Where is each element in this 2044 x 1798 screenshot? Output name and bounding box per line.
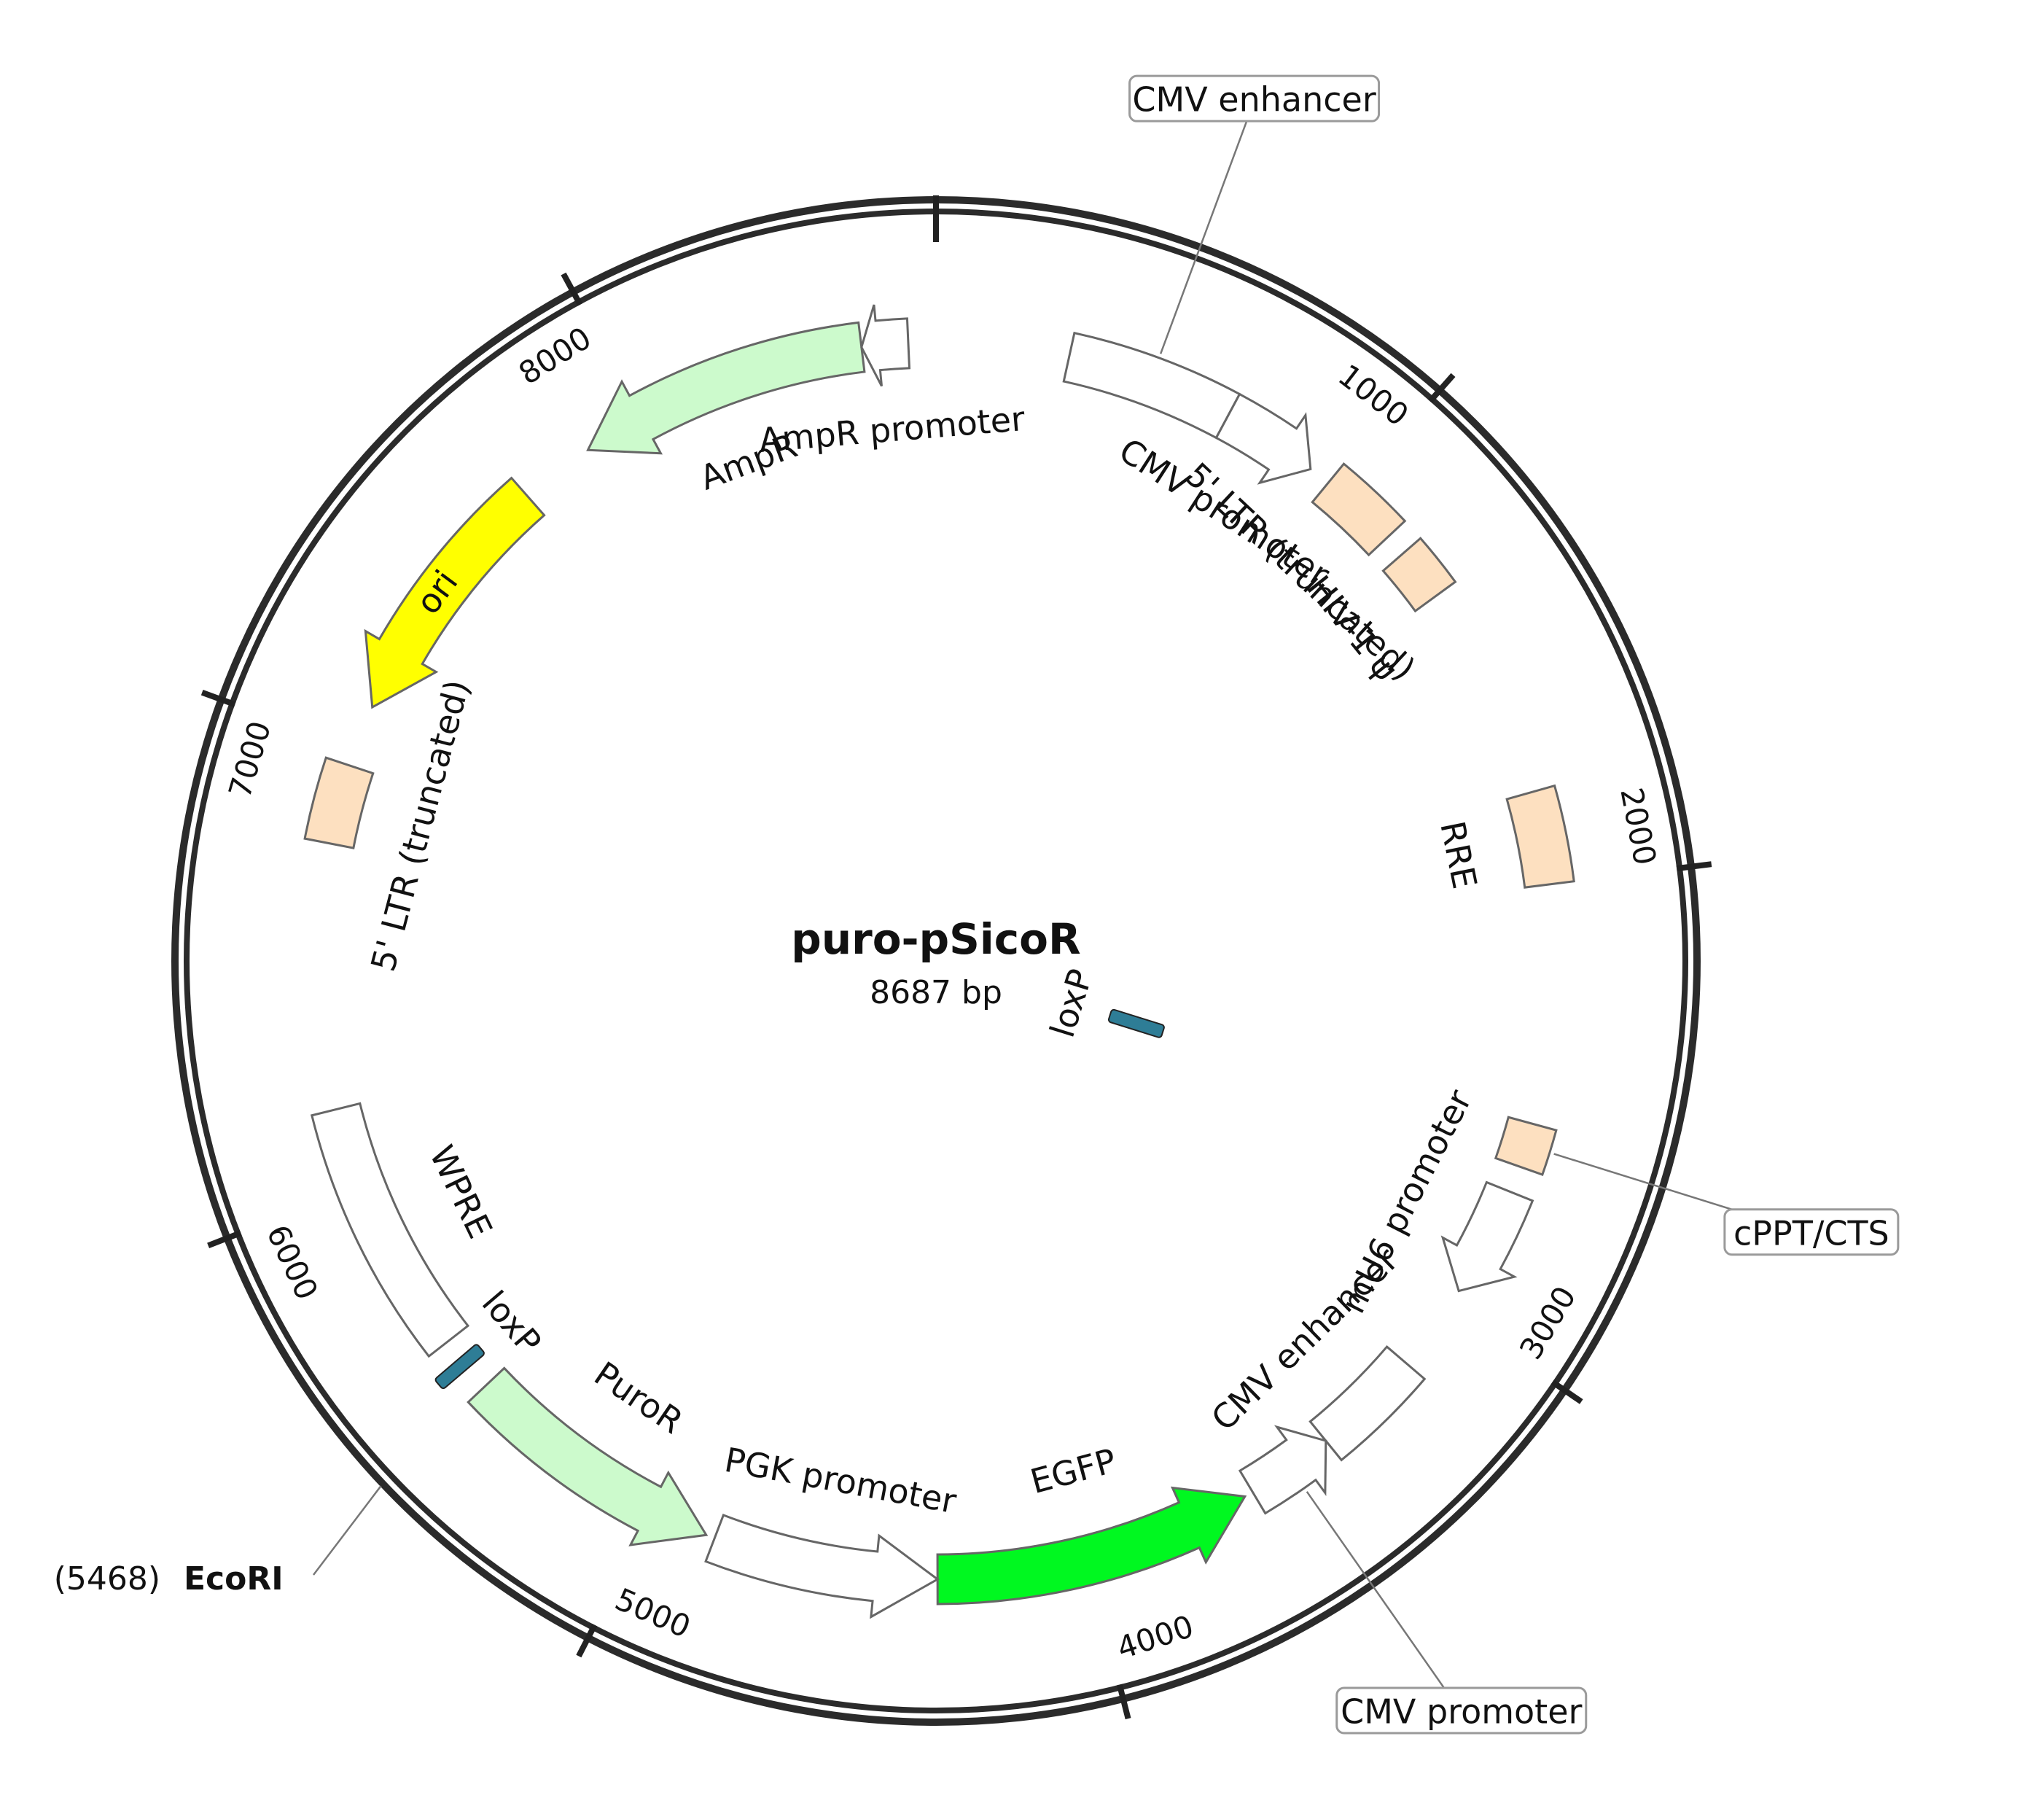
wpre-shape — [310, 1102, 470, 1358]
cmv-promoter-2-label: CMV promoter — [1341, 1692, 1582, 1732]
loxp-2-shape — [434, 1344, 485, 1390]
tick-label-6000: 6000 — [260, 1220, 325, 1306]
cppt-cts-callout-box — [1723, 1208, 1900, 1256]
pgk-promoter-label: PGK promoter — [722, 1440, 959, 1521]
plasmid-size: 8687 bp — [870, 974, 1002, 1011]
egfp-shape — [936, 1486, 1247, 1606]
cmv-promoter-2-callout-box — [1335, 1686, 1588, 1735]
tick-1000 — [1427, 373, 1456, 404]
tick-8000 — [561, 272, 583, 306]
mu6-promoter-shape — [1440, 1180, 1534, 1293]
tick-label-7000: 7000 — [222, 717, 278, 802]
tick-3000 — [1550, 1379, 1583, 1404]
tick-6000 — [207, 1230, 242, 1249]
cmv-promoter-2-leader — [1306, 1491, 1462, 1713]
cmv-enhancer-1-leader — [1159, 100, 1255, 354]
cppt-cts-shape — [1494, 1116, 1558, 1176]
loxp-1-label: loxP — [1042, 965, 1101, 1042]
feature-shapes — [303, 304, 1575, 1619]
pgk-promoter-shape — [704, 1514, 940, 1619]
egfp-label: EGFP — [1026, 1441, 1120, 1501]
tick-label-2000: 2000 — [1613, 785, 1663, 868]
plasmid-backbone — [171, 195, 1701, 1726]
ecori-site-label: EcoRI — [184, 1560, 284, 1597]
cmv-promoter-2-callout: CMV promoter — [1335, 1686, 1588, 1735]
wpre-label: WPRE — [422, 1139, 500, 1244]
tick-label-1000: 1000 — [1332, 357, 1416, 433]
ltr-5-truncated-1-shape — [1311, 462, 1407, 557]
rre-shape — [1505, 784, 1575, 889]
puror-shape — [467, 1366, 709, 1546]
puror-label: PuroR — [588, 1354, 690, 1441]
cmv-enhancer-1-callout: CMV enhancer — [1128, 74, 1381, 122]
ecori-leader-line — [313, 1485, 382, 1576]
tick-4000 — [1116, 1684, 1131, 1720]
cppt-cts-label: cPPT/CTS — [1733, 1213, 1889, 1253]
cppt-cts-callout: cPPT/CTS — [1723, 1208, 1900, 1256]
cmv-enhancer-1-callout-box — [1128, 74, 1381, 122]
rre-label: RRE — [1432, 818, 1484, 892]
tick-2000 — [1676, 861, 1712, 872]
cmv-enhancer-1-shape — [1062, 331, 1241, 440]
ampr-shape — [586, 321, 866, 455]
tick-label-8000: 8000 — [512, 320, 598, 392]
cmv-promoter-1-shape — [1214, 392, 1312, 485]
ecori-position-label: (5468) — [54, 1560, 160, 1597]
ltr-5-truncated-2-shape — [303, 756, 375, 849]
tick-label-4000: 4000 — [1112, 1608, 1198, 1667]
plasmid-title-group: puro-pSicoR 8687 bp — [791, 914, 1080, 1011]
loxp-2-label: loxP — [475, 1283, 549, 1361]
hiv-1-psi-shape — [1381, 537, 1457, 613]
tick-5000 — [576, 1623, 598, 1658]
cmv-enhancer-1-label: CMV enhancer — [1132, 80, 1376, 120]
tick-7000 — [200, 690, 236, 708]
cmv-promoter-2-shape — [1238, 1425, 1327, 1515]
ampr-promoter-shape — [860, 304, 911, 387]
ampr-promoter-label: AmpR promoter — [757, 399, 1026, 460]
loxp-1-shape — [1107, 1008, 1165, 1038]
ltr-5-truncated-2-label: 5' LTR (truncated) — [363, 676, 477, 976]
ori-shape — [364, 476, 546, 709]
plasmid-name: puro-pSicoR — [791, 914, 1080, 964]
tick-label-5000: 5000 — [610, 1581, 696, 1646]
cmv-enhancer-2-shape — [1308, 1344, 1427, 1462]
restriction-sites: (5468) EcoRI — [54, 1485, 382, 1597]
